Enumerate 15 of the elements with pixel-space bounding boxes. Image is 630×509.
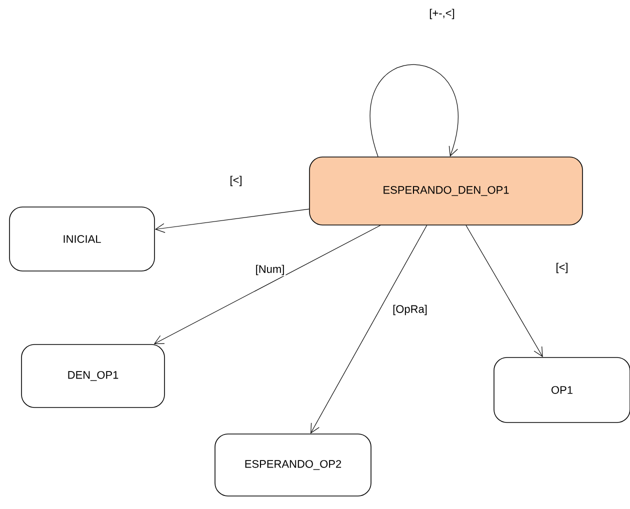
edge-label: [OpRa] [392,304,428,316]
state-box: ESPERANDO_DEN_OP1 [309,156,583,226]
arrow [154,208,310,233]
arrow [154,225,381,344]
arrow [466,225,543,358]
state-box: INICIAL [9,206,155,272]
arrow [370,64,458,157]
edge-label: [Num] [254,264,286,276]
arrow [310,225,428,434]
state-box: ESPERANDO_OP2 [214,434,372,496]
state-box: OP1 [494,357,630,423]
edge-label: [+-,<] [428,8,456,20]
edge-label: [<] [554,262,570,274]
state-box: DEN_OP1 [21,344,165,408]
edge-label: [<] [228,174,244,188]
